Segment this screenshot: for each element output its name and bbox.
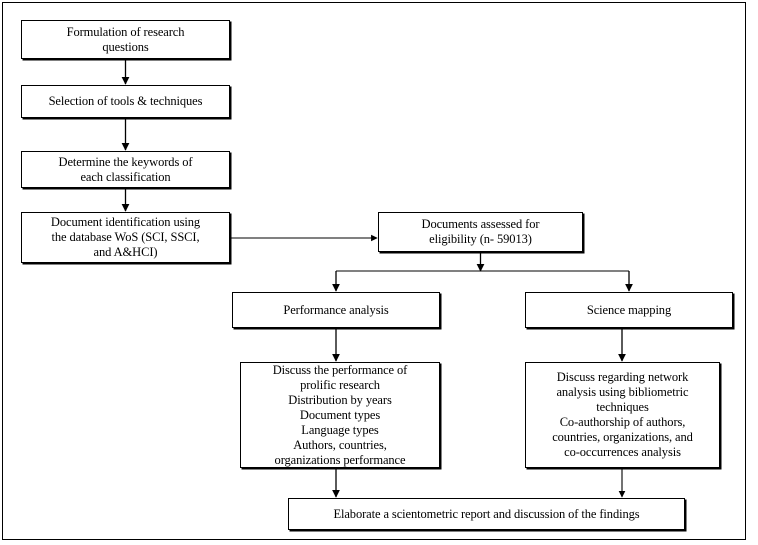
node-document-identification-wos[interactable]: Document identification using the databa… [21,212,230,263]
node-label: Discuss the performance of prolific rese… [272,362,408,467]
node-determine-keywords[interactable]: Determine the keywords of each classific… [21,151,230,188]
node-label: Documents assessed for eligibility (n- 5… [421,217,540,246]
node-label: Selection of tools & techniques [48,94,203,108]
node-performance-analysis-details[interactable]: Discuss the performance of prolific rese… [240,362,440,468]
node-selection-of-tools-and-techniques[interactable]: Selection of tools & techniques [21,85,230,118]
node-label: Science mapping [586,302,672,317]
node-label: Elaborate a scientometric report and dis… [333,506,640,521]
node-formulation-of-research-questions[interactable]: Formulation of research questions [21,20,230,59]
node-label: Performance analysis [283,302,389,317]
node-documents-assessed-for-eligibility[interactable]: Documents assessed for eligibility (n- 5… [378,212,583,252]
node-science-mapping[interactable]: Science mapping [525,292,733,328]
node-elaborate-scientometric-report[interactable]: Elaborate a scientometric report and dis… [288,498,685,530]
node-label: Discuss regarding network analysis using… [552,370,693,459]
node-label: Determine the keywords of each classific… [58,154,193,184]
node-science-mapping-details[interactable]: Discuss regarding network analysis using… [525,362,720,468]
node-label: Document identification using the databa… [50,215,201,259]
node-label: Formulation of research questions [66,24,185,54]
node-performance-analysis[interactable]: Performance analysis [232,292,440,328]
diagram-outer-frame [2,2,746,540]
